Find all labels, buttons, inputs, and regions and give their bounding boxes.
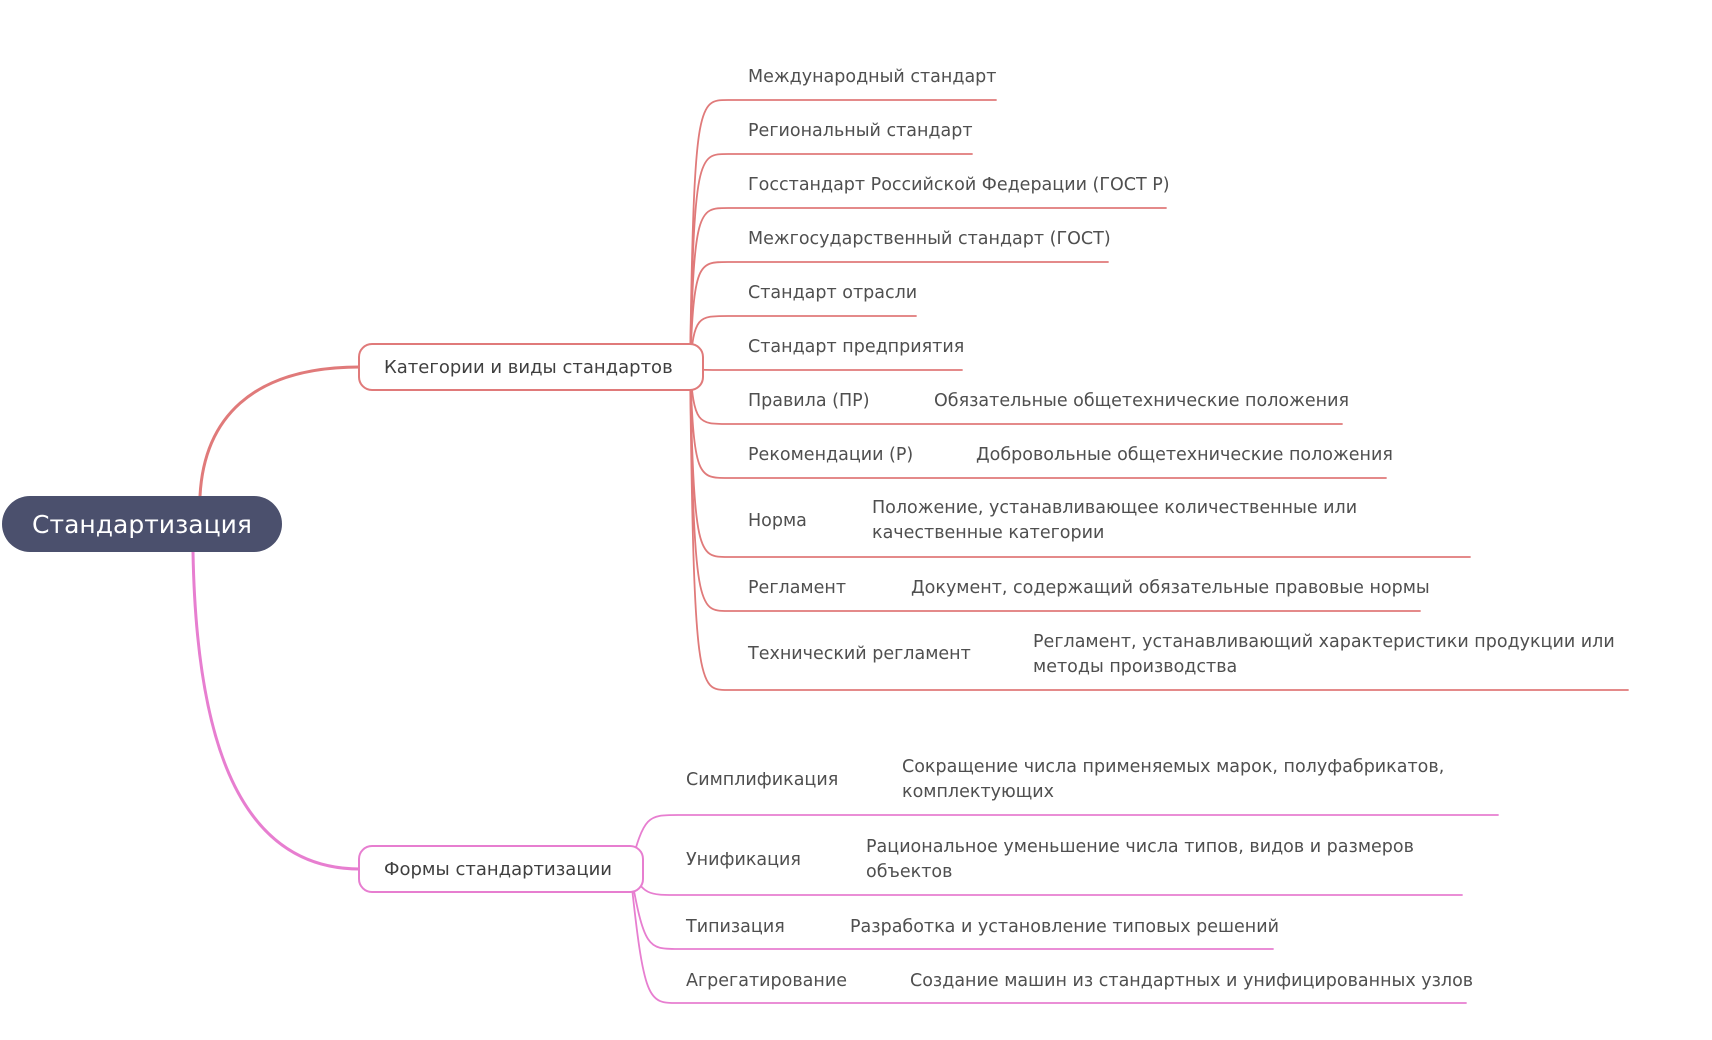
branch-forms[interactable]: Формы стандартизации [358, 845, 644, 893]
topic-connector [689, 366, 1629, 691]
topic-connector [689, 207, 1167, 368]
topic-connector [629, 868, 1467, 1004]
topic-desc[interactable]: Документ, содержащий обязательные правов… [911, 578, 1430, 598]
topic-label[interactable]: Правила (ПР) [748, 391, 870, 411]
topic-desc[interactable]: Разработка и установление типовых решени… [850, 917, 1279, 937]
topic-label[interactable]: Технический регламент [748, 644, 971, 664]
topic-label[interactable]: Межгосударственный стандарт (ГОСТ) [748, 229, 1111, 249]
branch-categories[interactable]: Категории и виды стандартов [358, 343, 704, 391]
topic-label[interactable]: Типизация [686, 917, 785, 937]
root-connector [198, 365, 362, 498]
topic-label[interactable]: Стандарт отрасли [748, 283, 918, 303]
topic-connector [689, 261, 1109, 368]
topic-label[interactable]: Госстандарт Российской Федерации (ГОСТ Р… [748, 175, 1170, 195]
root-connector [191, 550, 362, 871]
topic-label[interactable]: Унификация [686, 850, 801, 870]
topic-label[interactable]: Симплификация [686, 770, 839, 790]
topic-label[interactable]: Стандарт предприятия [748, 337, 965, 357]
topic-label[interactable]: Рекомендации (Р) [748, 445, 914, 465]
topic-label[interactable]: Региональный стандарт [748, 121, 973, 141]
topic-connector [689, 366, 963, 371]
topic-desc[interactable]: Создание машин из стандартных и унифицир… [910, 971, 1474, 991]
root-node[interactable]: Стандартизация [2, 496, 282, 552]
topic-label[interactable]: Международный стандарт [748, 67, 997, 87]
topic-desc[interactable]: Рациональное уменьшение числа типов, вид… [866, 837, 1414, 882]
topic-label[interactable]: Агрегатирование [686, 971, 847, 991]
topic-label[interactable]: Регламент [748, 578, 847, 598]
topic-desc[interactable]: Обязательные общетехнические положения [934, 391, 1349, 411]
topic-desc[interactable]: Положение, устанавливающее количественны… [872, 498, 1358, 543]
topic-connector [629, 868, 1274, 950]
topic-desc[interactable]: Регламент, устанавливающий характеристик… [1033, 632, 1615, 677]
topic-desc[interactable]: Добровольные общетехнические положения [976, 445, 1393, 465]
topic-desc[interactable]: Сокращение числа применяемых марок, полу… [902, 757, 1445, 802]
topic-label[interactable]: Норма [748, 511, 807, 531]
